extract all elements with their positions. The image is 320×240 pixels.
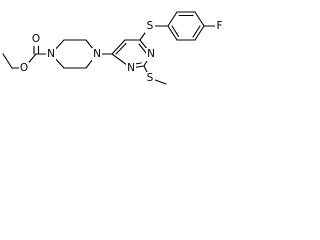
bond-ph-c4-c5 [194,25,205,41]
bond-ph-c6-c1 [167,25,178,41]
bond-ph-c3-c4 [194,11,205,27]
bond-pyr-c4-c5-inner [115,42,127,55]
pyrimidine-upper-nitrogen-atom: N [146,48,156,61]
piperazine-left-nitrogen-label: N [47,48,55,60]
arylthio-sulfur-atom: S [145,20,155,33]
pyrimidine-lower-nitrogen-atom: N [126,62,136,75]
bond-pyr-c6-n1-inner [138,43,148,55]
methylthio-sulfur-label: S [147,72,154,84]
piperazine-right-nitrogen-atom: N [92,48,102,61]
piperazine-left-nitrogen-atom: N [46,48,56,61]
methylthio-sulfur-atom: S [145,72,155,85]
bond-ph-c6-c1-inner [171,25,180,38]
carbonyl-oxygen-label: O [32,33,40,45]
chemical-structure-diagram: O O N N N N S S [2,11,224,85]
arylthio-sulfur-label: S [147,20,154,32]
bond-ph-c4-c5-inner [192,25,201,38]
carbonyl-oxygen-atom: O [31,33,41,46]
ester-oxygen-atom: O [19,62,29,75]
fluorine-atom: F [215,20,224,33]
bond-ph-c1-c2 [167,11,178,27]
ester-oxygen-label: O [20,62,28,74]
bond-layer [2,11,218,85]
atom-label-layer: O O N N N N S S [19,20,224,85]
piperazine-right-nitrogen-label: N [93,48,101,60]
pyrimidine-upper-nitrogen-label: N [147,48,155,60]
bond-pyr-c4-c5 [111,39,126,55]
pyrimidine-lower-nitrogen-label: N [127,62,135,74]
fluorine-label: F [216,20,222,32]
bond-ethyl-ch3-ch2 [2,53,13,69]
